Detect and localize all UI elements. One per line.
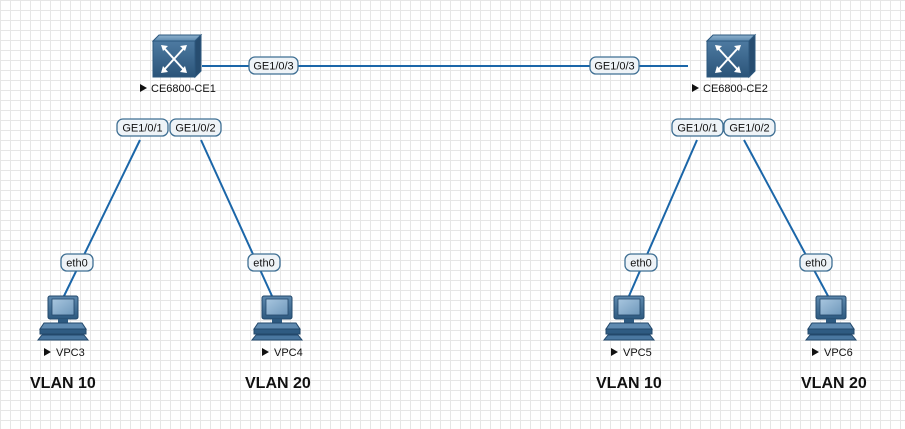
port-label: GE1/0/1 (677, 123, 717, 135)
host-vpc6[interactable]: VPC6 (805, 295, 857, 359)
port-label: GE1/0/2 (175, 123, 215, 135)
expand-arrow-icon[interactable] (611, 348, 618, 356)
port-label: eth0 (805, 258, 826, 270)
port-label: eth0 (253, 258, 274, 270)
port-label-ce2-ge1-0-1: GE1/0/1 (671, 118, 724, 137)
link-ce2-vpc5[interactable] (628, 139, 698, 297)
host-vpc4[interactable]: VPC4 (251, 295, 303, 359)
port-label: GE1/0/3 (594, 61, 634, 73)
port-label: GE1/0/1 (122, 123, 162, 135)
computer-icon (603, 295, 655, 341)
host-vpc3[interactable]: VPC3 (37, 295, 89, 359)
port-label: eth0 (630, 258, 651, 270)
vlan-label: VLAN 20 (245, 375, 311, 392)
port-label-ce1-ge1-0-1: GE1/0/1 (116, 118, 169, 137)
switch-label: CE6800-CE1 (151, 83, 216, 95)
expand-arrow-icon[interactable] (812, 348, 819, 356)
switch-ce1[interactable]: CE6800-CE1 (140, 34, 216, 95)
expand-arrow-icon[interactable] (44, 348, 51, 356)
vlan-label: VLAN 10 (596, 375, 662, 392)
computer-icon (251, 295, 303, 341)
port-label-vpc4-eth0: eth0 (247, 253, 281, 272)
host-label: VPC4 (274, 347, 303, 359)
computer-icon (805, 295, 857, 341)
link-ce2-vpc6[interactable] (743, 139, 829, 297)
switch-ce2[interactable]: CE6800-CE2 (692, 34, 768, 95)
vlan-label: VLAN 10 (30, 375, 96, 392)
port-label-ce1-trunk: GE1/0/3 (248, 56, 299, 75)
expand-arrow-icon[interactable] (140, 84, 147, 92)
port-label-ce1-ge1-0-2: GE1/0/2 (169, 118, 222, 137)
switch-icon (706, 34, 756, 78)
port-label-ce2-trunk: GE1/0/3 (589, 56, 640, 75)
port-label-vpc5-eth0: eth0 (624, 253, 658, 272)
port-label: GE1/0/3 (253, 61, 293, 73)
expand-arrow-icon[interactable] (692, 84, 699, 92)
switch-icon (152, 34, 202, 78)
link-ce1-vpc4[interactable] (200, 139, 273, 297)
host-label: VPC5 (623, 347, 652, 359)
switch-label: CE6800-CE2 (703, 83, 768, 95)
port-label: GE1/0/2 (729, 123, 769, 135)
host-label: VPC6 (824, 347, 853, 359)
port-label-ce2-ge1-0-2: GE1/0/2 (723, 118, 776, 137)
port-label-vpc3-eth0: eth0 (60, 253, 94, 272)
computer-icon (37, 295, 89, 341)
host-vpc5[interactable]: VPC5 (603, 295, 655, 359)
expand-arrow-icon[interactable] (262, 348, 269, 356)
port-label: eth0 (66, 258, 87, 270)
link-ce1-vpc3[interactable] (63, 139, 141, 297)
vlan-label: VLAN 20 (801, 375, 867, 392)
port-label-vpc6-eth0: eth0 (799, 253, 833, 272)
host-label: VPC3 (56, 347, 85, 359)
